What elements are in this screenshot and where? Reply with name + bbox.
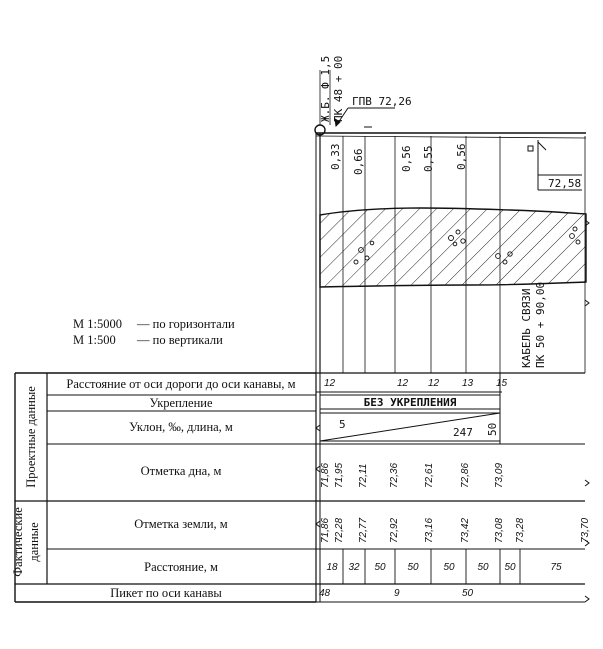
scale-vertical: М 1:500 (73, 333, 116, 347)
picket-values: 48 9 50 (319, 588, 474, 599)
distance-value: 18 (326, 562, 338, 573)
row-label-distance: Расстояние, м (144, 560, 218, 574)
distance-value: 32 (348, 562, 360, 573)
ground-mark-value: 73,70 (580, 518, 591, 543)
bottom-mark-value: 73,09 (494, 463, 505, 488)
gravel-marks (353, 226, 581, 265)
axis-distance-value: 12 (324, 378, 336, 389)
row-label-reinforcement: Укрепление (149, 396, 212, 410)
start-benchmark (314, 70, 395, 136)
group-label-actual-line-1: Фактические (11, 507, 25, 577)
row-label-picket: Пикет по оси канавы (110, 586, 222, 600)
depth-label: 0,66 (352, 149, 365, 176)
distance-value: 50 (443, 562, 455, 573)
picket-value: 48 (319, 588, 331, 599)
scale-horizontal-axis: — по горизонтали (136, 317, 235, 331)
slope-length: 247 (453, 426, 473, 439)
table-row-labels: Расстояние от оси дороги до оси канавы, … (11, 377, 296, 600)
depth-labels: 0,33 0,66 0,56 0,55 0,56 (329, 144, 468, 176)
bottom-mark-value: 72,36 (389, 463, 400, 488)
depth-label: 0,55 (422, 146, 435, 173)
distance-value: 75 (550, 562, 562, 573)
depth-label: 0,33 (329, 144, 342, 171)
distance-value: 50 (374, 562, 386, 573)
cable-picket: ПК 50 + 90,00 (534, 282, 547, 368)
reinforcement-value: БЕЗ УКРЕПЛЕНИЯ (364, 396, 457, 409)
axis-distance-value: 15 (496, 378, 508, 389)
slope-value-right: 50 (486, 423, 499, 436)
picket-value: 50 (462, 588, 474, 599)
row-label-slope: Уклон, ‰, длина, м (129, 420, 233, 434)
bottom-mark-value: 71,86 (320, 463, 331, 488)
ground-mark-value: 73,08 (494, 518, 505, 543)
soil-hatch-band (319, 207, 587, 288)
bottom-mark-value: 72,61 (424, 463, 435, 488)
ground-mark-value: 73,28 (515, 518, 526, 543)
axis-distance-value: 12 (428, 378, 440, 389)
group-label-design: Проектные данные (24, 386, 38, 488)
scale-vertical-axis: — по вертикали (136, 333, 223, 347)
distance-value: 50 (504, 562, 516, 573)
slope-values: 5 247 50 (339, 418, 499, 439)
cable-annotation: КАБЕЛЬ СВЯЗИ ПК 50 + 90,00 (520, 282, 547, 368)
bottom-mark-value: 72,11 (358, 464, 369, 488)
cable-title: КАБЕЛЬ СВЯЗИ (520, 289, 533, 368)
end-mark-label: 72,58 (548, 177, 581, 190)
ground-mark-value: 71,86 (320, 518, 331, 543)
start-mark-label: Ж.Б. Ф 1,5 (319, 56, 332, 122)
distance-values: 18 32 50 50 50 50 50 75 (326, 562, 562, 573)
axis-distance-value: 13 (462, 378, 474, 389)
bottom-mark-value: 71,95 (334, 463, 345, 488)
ground-mark-value: 72,28 (334, 518, 345, 543)
slope-value-left: 5 (339, 418, 346, 431)
axis-distance-value: 12 (397, 378, 409, 389)
picket-value: 9 (394, 588, 400, 599)
end-mark (527, 140, 582, 191)
bottom-mark-values: 71,86 71,95 72,11 72,36 72,61 72,86 73,0… (320, 463, 505, 488)
ground-mark-value: 73,42 (460, 518, 471, 543)
distance-value: 50 (477, 562, 489, 573)
ground-mark-value: 72,77 (358, 518, 369, 543)
axis-distance-values: 12 12 12 13 15 (324, 378, 508, 389)
ground-mark-values: 71,86 72,28 72,77 72,92 73,16 73,42 73,0… (320, 518, 591, 543)
scale-notes: М 1:5000 — по горизонтали М 1:500 — по в… (73, 317, 235, 347)
bottom-mark-value: 72,86 (460, 463, 471, 488)
gpv-label: ГПВ 72,26 (352, 95, 412, 108)
row-label-ground-mark: Отметка земли, м (134, 517, 228, 531)
depth-label: 0,56 (455, 144, 468, 171)
ground-mark-value: 73,16 (424, 518, 435, 543)
depth-label: 0,56 (400, 146, 413, 173)
group-label-actual-line-2: данные (27, 522, 41, 562)
data-table (14, 372, 590, 603)
row-label-axis-distance: Расстояние от оси дороги до оси канавы, … (66, 377, 295, 391)
scale-horizontal: М 1:5000 (73, 317, 122, 331)
distance-value: 50 (407, 562, 419, 573)
row-label-bottom-mark: Отметка дна, м (141, 464, 222, 478)
start-picket-label: ПК 48 + 00 (332, 56, 345, 122)
ground-mark-value: 72,92 (389, 518, 400, 543)
